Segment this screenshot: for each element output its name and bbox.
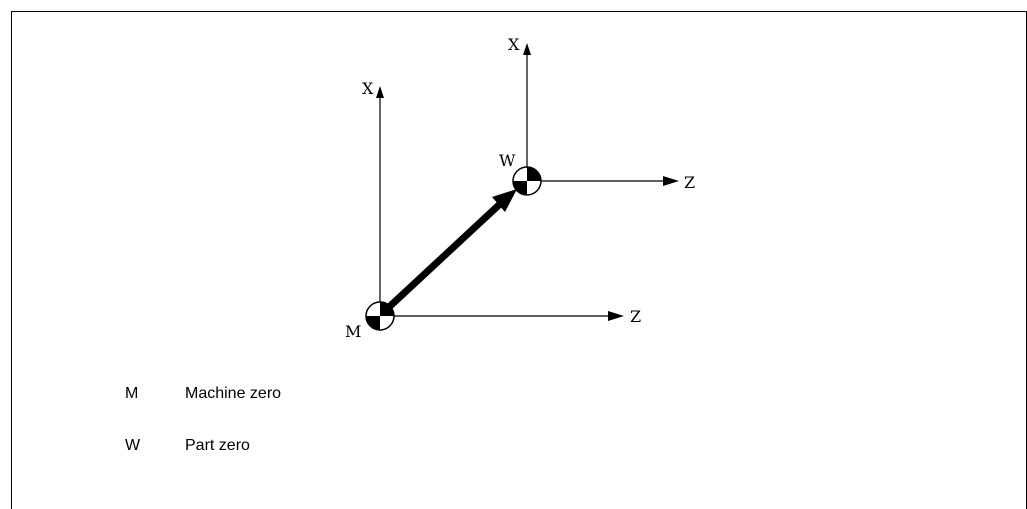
legend-row-machine-zero: M Machine zero bbox=[125, 385, 281, 403]
legend-description: Part zero bbox=[185, 437, 250, 454]
machine-z-arrowhead bbox=[608, 311, 624, 321]
legend-row-part-zero: W Part zero bbox=[125, 437, 250, 455]
part-z-arrowhead bbox=[663, 176, 679, 186]
offset-vector-shaft bbox=[385, 201, 503, 311]
legend-key: M bbox=[125, 385, 139, 402]
part-origin-label: W bbox=[499, 151, 516, 170]
part-x-label: X bbox=[508, 35, 520, 54]
part-axes: X Z W bbox=[499, 35, 695, 192]
part-x-arrowhead bbox=[523, 43, 531, 55]
offset-vector-arrowhead bbox=[492, 189, 517, 212]
part-z-label: Z bbox=[684, 173, 695, 192]
part-zero-symbol bbox=[512, 166, 542, 196]
machine-axes: X Z M bbox=[345, 79, 641, 341]
machine-zero-symbol bbox=[365, 301, 395, 331]
offset-vector bbox=[385, 189, 517, 311]
machine-origin-label: M bbox=[345, 322, 361, 341]
legend-description: Machine zero bbox=[185, 385, 282, 402]
machine-z-label: Z bbox=[630, 307, 641, 326]
legend-key: W bbox=[125, 437, 141, 454]
machine-x-arrowhead bbox=[376, 86, 384, 98]
machine-x-label: X bbox=[362, 79, 374, 98]
